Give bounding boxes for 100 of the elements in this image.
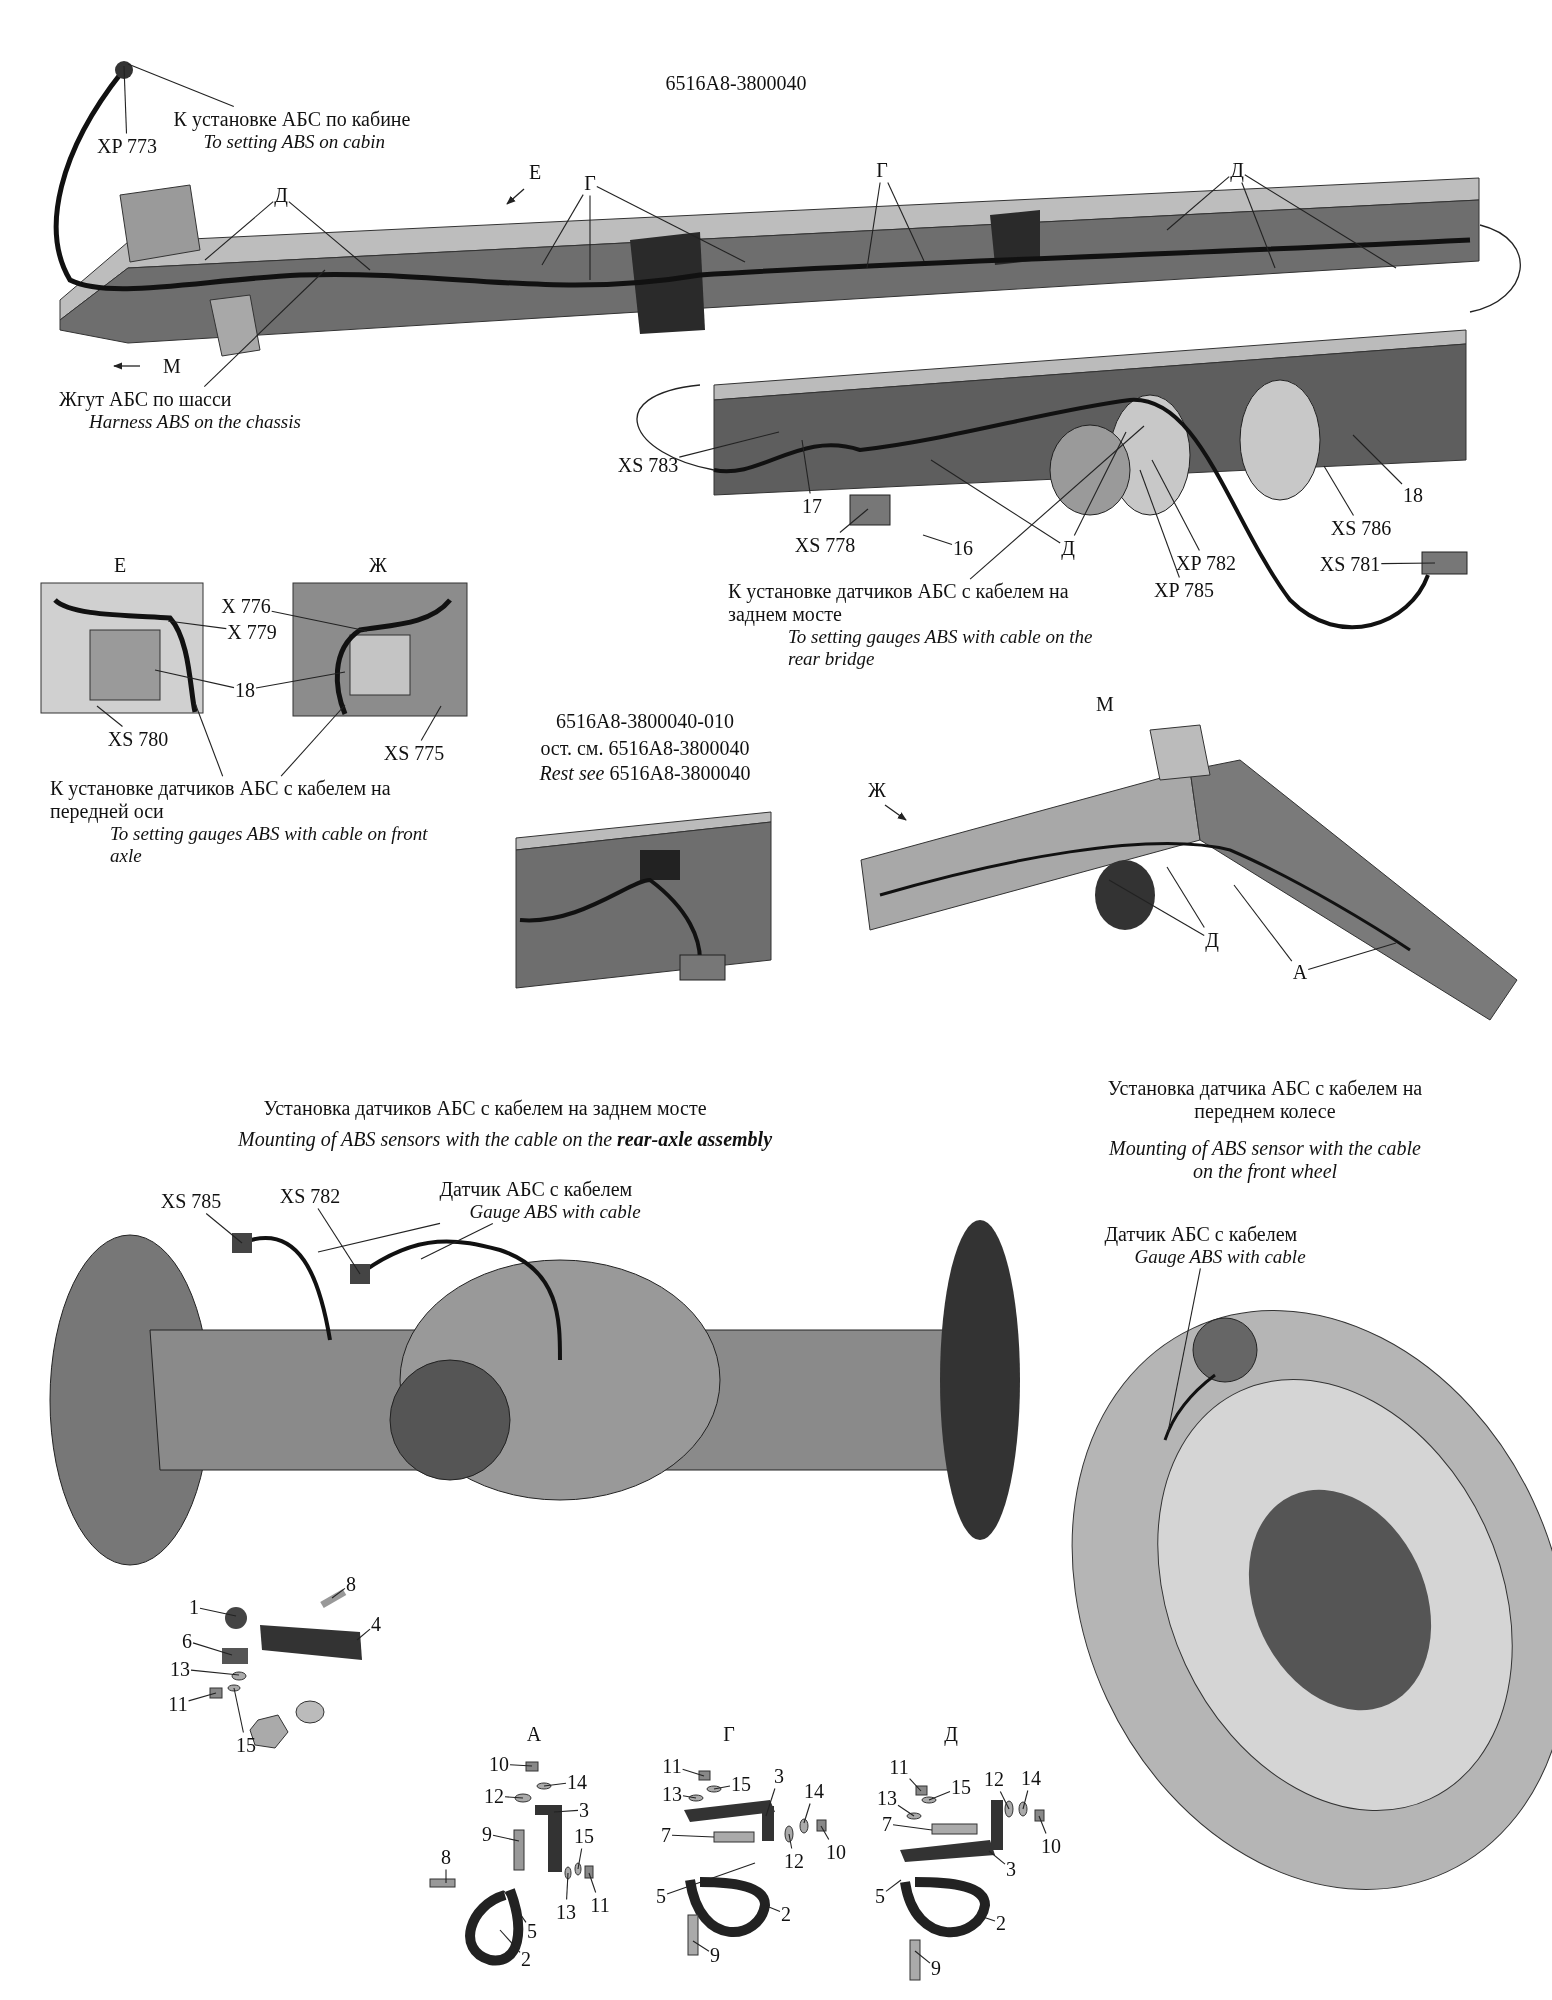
connector-label: XS 785 — [160, 1189, 222, 1213]
leader-line — [1323, 465, 1355, 517]
leader-line — [1241, 181, 1276, 269]
leader-line — [1352, 434, 1403, 485]
leader-line — [96, 705, 124, 728]
callout-translation: To setting gauges ABS with cable on front axle — [110, 823, 429, 867]
connector-label: XS 786 — [1330, 516, 1392, 540]
leader-line — [317, 1222, 441, 1253]
leader-line — [504, 1796, 524, 1799]
view-letter: Д — [1230, 158, 1244, 182]
callout-number: 8 — [441, 1845, 451, 1869]
callout-number: 16 — [953, 536, 973, 560]
view-letter: Е — [528, 160, 542, 184]
callout-number: 15 — [236, 1733, 256, 1757]
leader-line — [1380, 562, 1436, 565]
leader-line — [203, 269, 326, 388]
leader-line — [988, 1850, 1006, 1865]
frame-rear-end-drawing — [860, 724, 1518, 1021]
callout-number: 3 — [579, 1798, 589, 1822]
view-letter: Е — [113, 553, 127, 577]
view-letter: Г — [584, 171, 596, 195]
leader-line — [445, 1868, 447, 1884]
leader-line — [909, 1778, 922, 1792]
callout-text: К установке АБС по кабине — [173, 107, 411, 131]
front-wheel-drawing — [1071, 1310, 1552, 1890]
leader-line — [969, 425, 1145, 580]
leader-line — [420, 1222, 494, 1260]
chassis-frame-drawing — [54, 61, 1480, 357]
leader-line — [788, 1833, 793, 1850]
callout-number: 14 — [804, 1779, 824, 1803]
callout-number: 13 — [556, 1900, 576, 1924]
callout-number: 12 — [484, 1784, 504, 1808]
connector-label: X 779 — [227, 620, 277, 644]
leader-line — [1167, 1267, 1201, 1433]
leader-line — [887, 181, 925, 262]
leader-line — [127, 63, 235, 108]
section-title: Установка датчика АБС с кабелем на переднем колесе — [1106, 1077, 1424, 1123]
connector-label: XS 783 — [617, 453, 679, 477]
callout-translation: To setting ABS on cabin — [203, 130, 387, 153]
callout-text: Датчик АБС с кабелем — [439, 1177, 634, 1201]
callout-number: 15 — [574, 1824, 594, 1848]
callout-number: 11 — [889, 1755, 909, 1779]
leader-line — [167, 620, 227, 630]
leader-line — [205, 1212, 243, 1244]
leader-line — [194, 702, 224, 777]
leader-line — [199, 1607, 237, 1617]
leader-line — [713, 1785, 731, 1790]
leader-line — [233, 1687, 244, 1734]
callout-number: 15 — [731, 1772, 751, 1796]
leader-line — [682, 1768, 705, 1777]
section-subtitle: Mounting of ABS sensor with the cable on the front wheel — [1108, 1137, 1422, 1183]
callout-number: 10 — [826, 1840, 846, 1864]
leader-line — [288, 201, 371, 271]
leader-line — [678, 431, 780, 458]
view-letter: Д — [274, 183, 288, 207]
leader-line — [588, 1872, 597, 1894]
view-letter: Ж — [369, 553, 387, 577]
leader-line — [123, 65, 128, 135]
leader-line — [188, 1692, 217, 1702]
drawing-number: 6516А8-3800040-010 — [556, 709, 734, 733]
section-subtitle: Mounting of ABS sensors with the cable on the rear-axle assembly — [238, 1127, 772, 1151]
leader-line — [1233, 884, 1293, 962]
leader-line — [682, 1795, 697, 1799]
callout-number: 12 — [784, 1849, 804, 1873]
callout-number: 9 — [931, 1956, 941, 1980]
leader-line — [192, 1642, 233, 1656]
callout-number: 15 — [951, 1775, 971, 1799]
connector-label: X 776 — [221, 594, 271, 618]
callout-number: 13 — [877, 1786, 897, 1810]
leader-line — [190, 1669, 240, 1676]
connector-label: XS 778 — [794, 533, 856, 557]
callout-number: 18 — [235, 678, 255, 702]
leader-line — [255, 671, 346, 689]
connector-label: XP 773 — [97, 134, 157, 158]
connector-label: XS 781 — [1319, 552, 1381, 576]
leader-line — [803, 1802, 811, 1824]
leader-line — [543, 1782, 567, 1787]
leader-line — [492, 1834, 520, 1842]
callout-number: 10 — [489, 1752, 509, 1776]
leader-line — [765, 1787, 776, 1817]
view-letter: Г — [876, 158, 888, 182]
callout-number: 4 — [371, 1612, 381, 1636]
callout-text: К установке датчиков АБС с кабелем на передней оси — [50, 777, 392, 824]
leader-line — [928, 1790, 951, 1801]
callout-number: 11 — [662, 1754, 682, 1778]
callout-translation: To setting gauges ABS with cable on the rear bridge — [788, 626, 1094, 670]
leader-line — [692, 1940, 710, 1952]
callout-number: 9 — [482, 1822, 492, 1846]
leader-line — [930, 459, 1061, 544]
leader-line — [596, 185, 746, 263]
callout-number: 2 — [781, 1902, 791, 1926]
leader-line — [154, 669, 235, 689]
connector-label: XP 785 — [1154, 578, 1214, 602]
callout-text: К установке датчиков АБС с кабелем на заднем мосте — [728, 580, 1070, 627]
callout-number: 7 — [882, 1812, 892, 1836]
leader-line — [1139, 469, 1180, 579]
leader-line — [914, 1950, 931, 1964]
rear-frame-drawing — [713, 329, 1468, 629]
valve-closeup-drawing — [292, 582, 468, 717]
leader-line — [892, 1824, 933, 1831]
